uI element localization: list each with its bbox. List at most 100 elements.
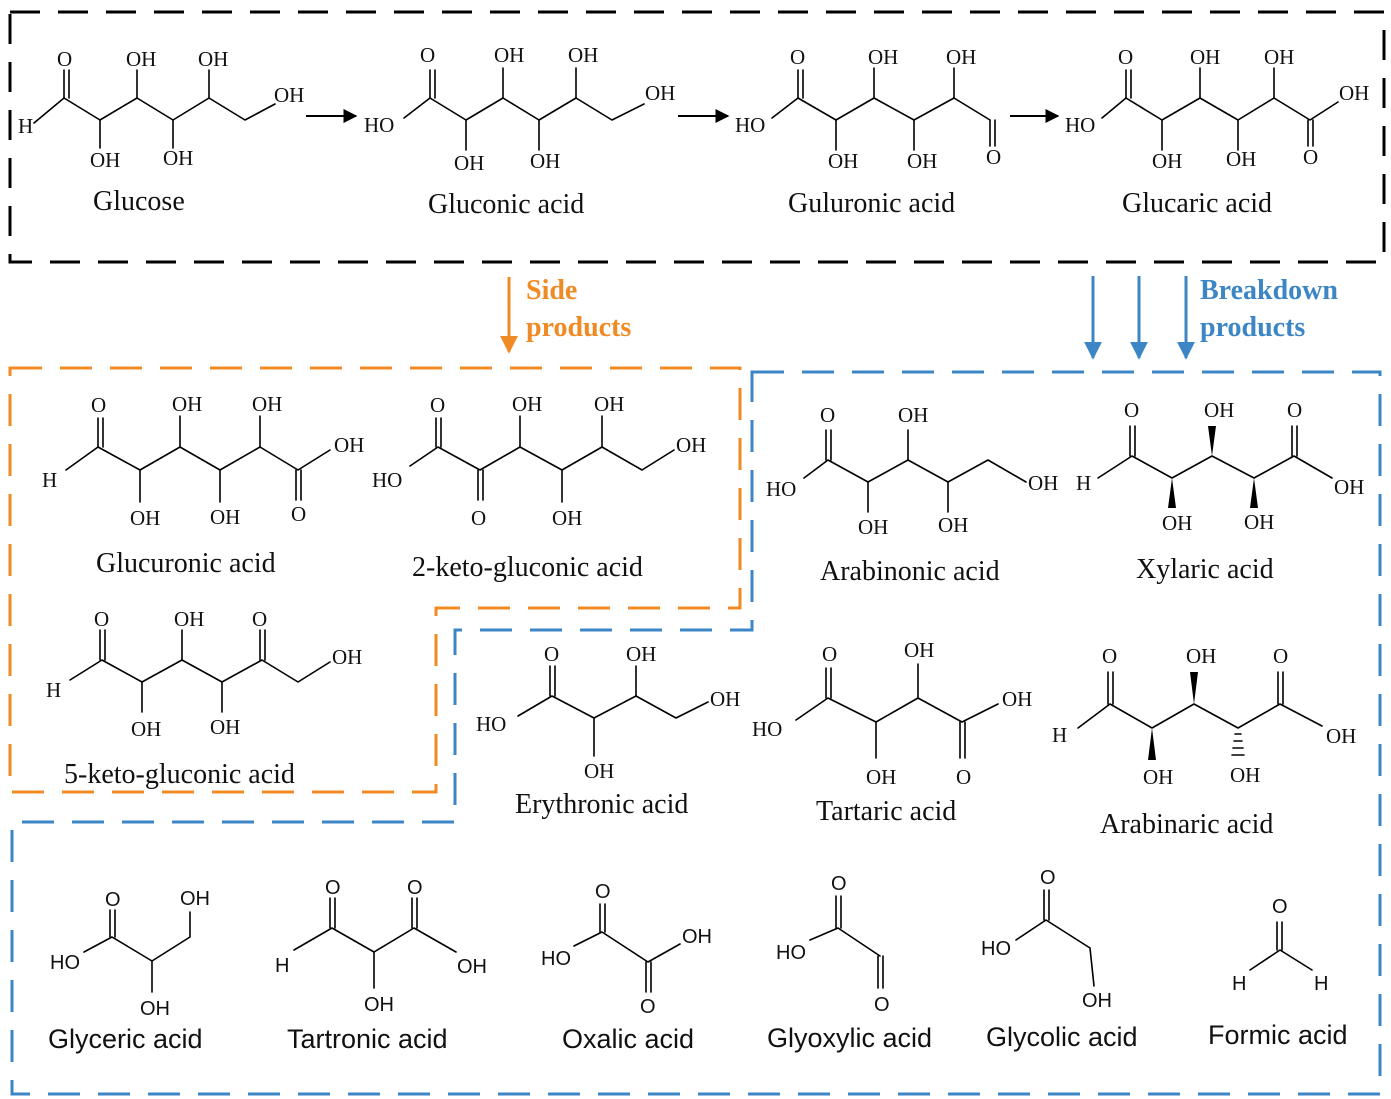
svg-text:OH: OH [645, 81, 675, 105]
svg-text:OH: OH [710, 687, 740, 711]
svg-text:O: O [91, 393, 106, 417]
svg-text:O: O [57, 47, 72, 71]
svg-text:OH: OH [1190, 45, 1220, 69]
breakdown-products-box [10, 370, 1382, 1096]
svg-text:OH: OH [1334, 475, 1364, 499]
svg-text:OH: OH [198, 47, 228, 71]
svg-text:OH: OH [676, 433, 706, 457]
svg-text:OH: OH [868, 45, 898, 69]
svg-text:H: H [1076, 471, 1091, 495]
svg-text:OH: OH [682, 926, 712, 948]
molecule-oxalic-acid: O OH HO O Oxalic acid [541, 881, 712, 1054]
svg-text:OH: OH [904, 638, 934, 662]
svg-text:O: O [956, 765, 971, 789]
svg-text:OH: OH [494, 43, 524, 67]
5-keto-gluconic-acid-name: 5-keto-gluconic acid [64, 759, 295, 790]
2-keto-gluconic-acid-name: 2-keto-gluconic acid [412, 552, 643, 583]
molecule-xylaric-acid: O OH O H OH OH OH Xylaric acid [1076, 398, 1364, 585]
svg-text:OH: OH [512, 392, 542, 416]
xylaric-acid-name: Xylaric acid [1136, 554, 1274, 585]
svg-text:H: H [1314, 973, 1328, 995]
glyoxylic-acid-name: Glyoxylic acid [767, 1023, 932, 1053]
molecule-guluronic-acid: O OH OH HO OH OH O Guluronic acid [735, 45, 1001, 219]
svg-text:O: O [471, 506, 486, 530]
molecule-glyoxylic-acid: O HO O Glyoxylic acid [767, 873, 932, 1053]
svg-text:OH: OH [140, 998, 170, 1020]
svg-text:H: H [42, 468, 57, 492]
svg-text:OH: OH [1339, 81, 1369, 105]
svg-text:OH: OH [1204, 398, 1234, 422]
guluronic-acid-name: Guluronic acid [788, 188, 955, 219]
svg-text:OH: OH [174, 607, 204, 631]
svg-text:O: O [986, 145, 1001, 169]
molecule-glucaric-acid: O OH OH OH HO OH OH O Glucaric acid [1065, 45, 1369, 219]
svg-text:O: O [874, 994, 890, 1016]
svg-text:OH: OH [530, 149, 560, 173]
svg-text:H: H [18, 114, 33, 138]
svg-text:HO: HO [364, 113, 394, 137]
svg-text:OH: OH [172, 392, 202, 416]
erythronic-acid-name: Erythronic acid [515, 789, 688, 820]
svg-text:O: O [595, 881, 611, 903]
svg-text:O: O [1303, 145, 1318, 169]
arabinonic-acid-name: Arabinonic acid [820, 556, 1000, 587]
svg-text:HO: HO [766, 477, 796, 501]
svg-text:OH: OH [1244, 510, 1274, 534]
oxalic-acid-name: Oxalic acid [562, 1024, 694, 1054]
svg-text:HO: HO [1065, 113, 1095, 137]
svg-text:OH: OH [163, 146, 193, 170]
gluconic-acid-name: Gluconic acid [428, 189, 584, 220]
side-products-label-line2: products [526, 312, 631, 343]
main-pathway-box [8, 10, 1386, 264]
svg-text:OH: OH [1082, 990, 1112, 1012]
svg-text:OH: OH [1152, 149, 1182, 173]
svg-text:OH: OH [1028, 471, 1058, 495]
svg-text:O: O [94, 607, 109, 631]
svg-text:OH: OH [90, 148, 120, 172]
svg-text:O: O [640, 996, 656, 1018]
svg-text:HO: HO [735, 113, 765, 137]
glucuronic-acid-name: Glucuronic acid [96, 548, 276, 579]
svg-text:OH: OH [1186, 644, 1216, 668]
svg-text:HO: HO [752, 717, 782, 741]
svg-text:O: O [325, 877, 341, 899]
svg-text:O: O [1273, 644, 1288, 668]
molecule-gluconic-acid: O OH OH HO OH OH OH Gluconic acid [364, 43, 675, 220]
svg-text:OH: OH [126, 47, 156, 71]
svg-text:OH: OH [130, 506, 160, 530]
svg-text:O: O [544, 642, 559, 666]
molecule-arabinaric-acid: O OH O H OH OH OH Arabinaric acid [1052, 644, 1356, 840]
molecule-arabinonic-acid: O OH HO OH OH OH Arabinonic acid [766, 403, 1058, 587]
svg-text:O: O [820, 403, 835, 427]
side-products-box [8, 366, 742, 794]
molecule-glucuronic-acid: O OH OH OH H OH OH O Glucuronic acid [42, 392, 364, 579]
svg-text:O: O [291, 502, 306, 526]
glucose-name: Glucose [93, 186, 185, 217]
svg-text:OH: OH [946, 45, 976, 69]
svg-text:OH: OH [210, 715, 240, 739]
molecule-tartaric-acid: O OH OH HO OH O Tartaric acid [752, 638, 1032, 827]
svg-text:HO: HO [541, 948, 571, 970]
molecule-2-keto-gluconic-acid: O OH OH OH HO O OH 2-keto-gluconic acid [372, 392, 706, 583]
formic-acid-name: Formic acid [1208, 1020, 1348, 1050]
svg-text:HO: HO [50, 952, 80, 974]
svg-text:OH: OH [1162, 511, 1192, 535]
svg-text:H: H [1232, 973, 1246, 995]
svg-text:OH: OH [457, 956, 487, 978]
molecule-erythronic-acid: O OH OH HO OH Erythronic acid [476, 642, 740, 820]
svg-text:O: O [1118, 45, 1133, 69]
molecule-glycolic-acid: O HO OH Glycolic acid [981, 867, 1138, 1052]
svg-text:O: O [105, 889, 121, 911]
svg-text:O: O [430, 393, 445, 417]
molecule-glyceric-acid: O OH HO OH Glyceric acid [48, 888, 210, 1054]
svg-text:OH: OH [1230, 763, 1260, 787]
svg-text:OH: OH [1264, 45, 1294, 69]
molecule-tartronic-acid: O O H OH OH Tartronic acid [275, 877, 487, 1054]
svg-text:O: O [831, 873, 847, 895]
svg-text:OH: OH [131, 717, 161, 741]
tartronic-acid-name: Tartronic acid [287, 1024, 448, 1054]
svg-text:O: O [1124, 398, 1139, 422]
breakdown-products-label-line2: products [1200, 312, 1305, 343]
svg-text:OH: OH [552, 506, 582, 530]
